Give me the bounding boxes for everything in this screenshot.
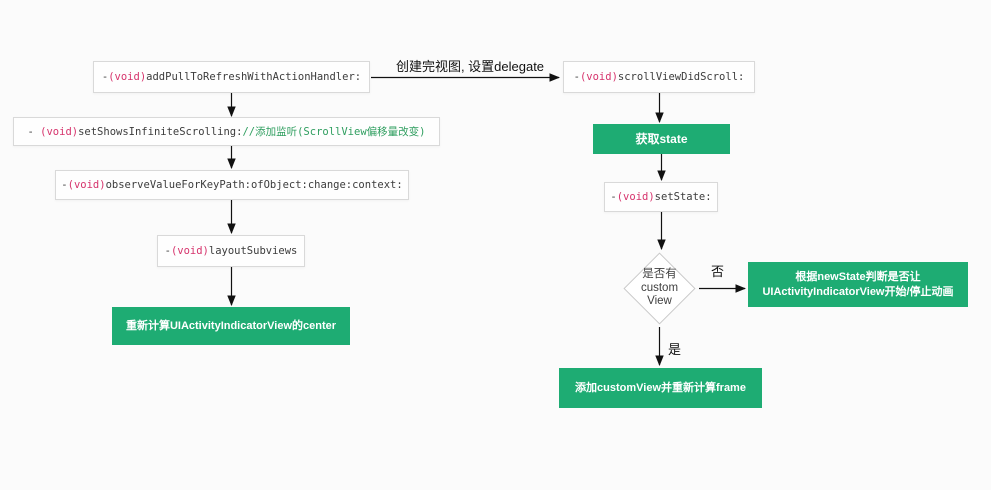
node-set-shows-infinite-scrolling: - (void)setShowsInfiniteScrolling://添加监听…	[13, 117, 440, 146]
node-label-line-2: UIActivityIndicatorView开始/停止动画	[762, 285, 954, 298]
node-get-state: 获取state	[593, 124, 730, 154]
method-prefix: -	[573, 71, 580, 83]
decision-line-1: 是否有	[642, 268, 677, 281]
node-layout-subviews: -(void)layoutSubviews	[157, 235, 305, 267]
method-signature: - (void)setShowsInfiniteScrolling://添加监听…	[28, 124, 426, 139]
node-label: 重新计算UIActivityIndicatorView的center	[125, 319, 337, 332]
edge-label-no: 否	[711, 264, 725, 279]
node-label: 获取state	[635, 131, 688, 146]
method-keyword: (void)	[616, 191, 655, 203]
method-keyword: (void)	[108, 71, 147, 83]
node-label: 添加customView并重新计算frame	[575, 381, 746, 394]
node-add-custom-view: 添加customView并重新计算frame	[559, 368, 762, 408]
node-observe-value-for-key-path: -(void)observeValueForKeyPath:ofObject:c…	[55, 170, 409, 200]
method-keyword: (void)	[67, 179, 106, 191]
method-prefix: -	[164, 245, 171, 257]
method-signature: -(void)layoutSubviews	[165, 245, 298, 257]
method-signature: -(void)setState:	[610, 191, 711, 203]
decision-has-custom-view: 是否有 custom View	[623, 252, 696, 325]
method-prefix: -	[101, 71, 109, 83]
node-recalc-indicator-center: 重新计算UIActivityIndicatorView的center	[112, 307, 350, 345]
node-add-pull-to-refresh: -(void)addPullToRefreshWithActionHandler…	[93, 61, 370, 93]
method-prefix: -	[27, 126, 41, 138]
edge-label-yes: 是	[668, 342, 682, 357]
method-keyword: (void)	[170, 245, 209, 257]
method-signature: -(void)scrollViewDidScroll:	[574, 71, 745, 83]
decision-line-2: custom	[640, 281, 679, 294]
method-name: setShowsInfiniteScrolling:	[78, 126, 243, 138]
node-set-state: -(void)setState:	[604, 182, 718, 212]
method-signature: -(void)observeValueForKeyPath:ofObject:c…	[61, 179, 402, 191]
method-signature: -(void)addPullToRefreshWithActionHandler…	[102, 71, 361, 83]
node-scroll-view-did-scroll: -(void)scrollViewDidScroll:	[563, 61, 755, 93]
node-label-line-1: 根据newState判断是否让	[795, 270, 921, 283]
method-prefix: -	[610, 191, 617, 203]
node-judge-new-state: 根据newState判断是否让 UIActivityIndicatorView开…	[748, 262, 968, 307]
method-keyword: (void)	[40, 126, 79, 138]
edge-label-create-view: 创建完视图, 设置delegate	[395, 59, 545, 74]
method-name: observeValueForKeyPath:ofObject:change:c…	[105, 179, 403, 191]
code-comment: //添加监听(ScrollView偏移量改变)	[242, 126, 426, 138]
decision-label: 是否有 custom View	[623, 252, 696, 325]
method-prefix: -	[61, 179, 68, 191]
method-name: scrollViewDidScroll:	[617, 71, 745, 83]
method-name: layoutSubviews	[208, 245, 298, 257]
method-name: addPullToRefreshWithActionHandler:	[146, 71, 362, 83]
method-name: setState:	[654, 191, 712, 203]
decision-line-3: View	[647, 295, 672, 308]
method-keyword: (void)	[579, 71, 618, 83]
